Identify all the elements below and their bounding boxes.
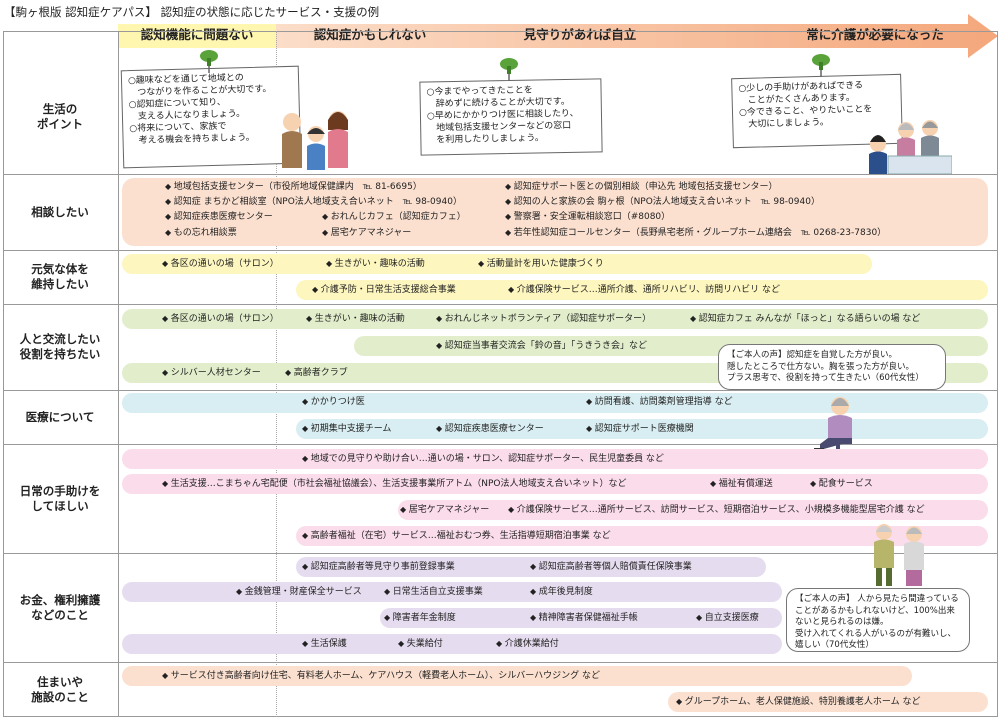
health-item: 各区の通いの場（サロン）: [162, 258, 279, 270]
consult-item: 居宅ケアマネジャー: [322, 227, 412, 239]
medical-item: 訪問看護、訪問薬剤管理指導 など: [586, 396, 733, 408]
row-label-housing: 住まいや 施設のこと: [31, 674, 89, 704]
health-item: 介護予防・日常生活支援総合事業: [312, 284, 456, 296]
social-item: 認知症当事者交流会「鈴の音」「うきうき会」など: [436, 340, 647, 352]
consult-item: 若年性認知症コールセンター（長野県宅老所・グループホーム連絡会 ℡ 0268-2…: [505, 227, 886, 239]
money-item: 日常生活自立支援事業: [384, 586, 483, 598]
row-label-money-rights: お金、権利擁護 などのこと: [19, 592, 101, 622]
consult-item: 認知の人と家族の会 駒ヶ根（NPO法人地域支え合いネット ℡ 98-0940）: [505, 196, 820, 208]
consult-item: おれんじカフェ（認知症カフェ）: [322, 211, 466, 223]
stage-constant-care: 常に介護が必要になった: [806, 27, 944, 42]
row-label-daily-help: 日常の手助けを してほしい: [19, 483, 101, 513]
daily-item: 地域での見守りや助け合い…通いの場・サロン、認知症サポーター、民生児童委員 など: [302, 453, 664, 465]
point-note-possible: ○今までやってきたことを 辞めずに続けることが大切です。 ○早めにかかりつけ医に…: [419, 78, 603, 156]
row-label-social: 人と交流したい 役割を持ちたい: [19, 332, 101, 361]
medical-item: かかりつけ医: [302, 396, 365, 408]
stage-possible-dementia: 認知症かもしれない: [313, 27, 427, 42]
daily-item: 介護保険サービス…通所サービス、訪問サービス、短期宿泊サービス、小規模多機能型居…: [508, 504, 925, 516]
consult-item: 地域包括支援センター（市役所地域保健課内 ℡ 81-6695）: [165, 181, 422, 193]
row-label-health: 元気な体を 維持したい: [31, 262, 89, 291]
row-label-consult: 相談したい: [31, 204, 89, 219]
person-voice-bubble: 【ご本人の声】 人から見たら間違っている ことがあるかもしれないけど、100%出…: [786, 588, 970, 652]
medical-item: 初期集中支援チーム: [302, 423, 392, 435]
stage-independent-with-support: 見守りがあれば自立: [523, 27, 637, 42]
consult-item: 認知症サポート医との個別相談（申込先 地域包括支援センター）: [505, 181, 778, 193]
daily-item: 生活支援…こまちゃん宅配便（市社会福祉協議会）、生活支援事業所アトム（NPO法人…: [162, 478, 627, 490]
consult-item: もの忘れ相談票: [165, 227, 237, 239]
caregiver-figure: [869, 120, 952, 174]
social-item: 高齢者クラブ: [285, 367, 348, 379]
page-title: 【駒ヶ根版 認知症ケアパス】 認知症の状態に応じたサービス・支援の例: [4, 5, 380, 19]
social-item: おれんじネットボランティア（認知症サポーター）: [436, 313, 651, 325]
money-item: 認知症高齢者等個人賠償責任保険事業: [530, 561, 692, 573]
money-item: 認知症高齢者等見守り事前登録事業: [302, 561, 455, 573]
pin-icon: [812, 54, 830, 77]
health-item: 活動量計を用いた健康づくり: [478, 258, 604, 270]
couple-figure: [874, 524, 924, 586]
housing-item: グループホーム、老人保健施設、特別養護老人ホーム など: [676, 696, 921, 708]
social-item: 各区の通いの場（サロン）: [162, 313, 279, 325]
care-path-table: [3, 31, 998, 717]
money-item: 成年後見制度: [530, 586, 593, 598]
housing-item: サービス付き高齢者向け住宅、有料老人ホーム、ケアハウス（軽費老人ホーム）、シルバ…: [162, 670, 600, 682]
money-item: 生活保護: [302, 638, 347, 650]
social-item: 認知症カフェ みんなが「ほっと」なる語らいの場 など: [690, 313, 921, 325]
money-item: 失業給付: [398, 638, 443, 650]
money-item: 精神障害者保健福祉手帳: [530, 612, 638, 624]
consult-item: 警察署・安全運転相談窓口（#8080）: [505, 211, 670, 223]
daily-item: 高齢者福祉（在宅）サービス…福祉おむつ券、生活指導短期宿泊事業 など: [302, 530, 611, 542]
money-item: 介護休業給付: [496, 638, 559, 650]
social-item: 生きがい・趣味の活動: [306, 313, 405, 325]
money-band: [122, 634, 782, 654]
pin-icon: [200, 50, 218, 73]
family-figure: [282, 111, 348, 170]
social-item: シルバー人材センター: [162, 367, 261, 379]
medical-item: 認知症疾患医療センター: [436, 423, 544, 435]
point-note-normal: ○趣味などを通じて地域との つながりを作ることが大切です。 ○認知症について知り…: [120, 65, 302, 169]
daily-item: 居宅ケアマネジャー: [400, 504, 490, 516]
money-item: 自立支援医療: [696, 612, 759, 624]
person-voice-bubble: 【ご本人の声】認知症を自覚した方が良い。 隠したところで仕方ない。胸を張った方が…: [718, 344, 946, 390]
daily-item: 配食サービス: [810, 478, 873, 490]
medical-item: 認知症サポート医療機関: [586, 423, 694, 435]
health-item: 生きがい・趣味の活動: [326, 258, 425, 270]
consult-item: 認知症疾患医療センター: [165, 211, 273, 223]
health-item: 介護保険サービス…通所介護、通所リハビリ、訪問リハビリ など: [508, 284, 780, 296]
money-item: 金銭管理・財産保全サービス: [236, 586, 362, 598]
row-label-medical: 医療について: [25, 409, 95, 424]
progression-arrow: [118, 14, 998, 58]
consult-item: 認知症 まちかど相談室（NPO法人地域支え合いネット ℡ 98-0940）: [165, 196, 462, 208]
pin-icon: [500, 58, 518, 81]
row-label-life-points: 生活の ポイント: [37, 102, 83, 131]
stage1-highlight: [118, 24, 276, 48]
daily-item: 福祉有償運送: [710, 478, 773, 490]
money-item: 障害者年金制度: [384, 612, 456, 624]
stage-normal: 認知機能に問題ない: [140, 27, 254, 42]
